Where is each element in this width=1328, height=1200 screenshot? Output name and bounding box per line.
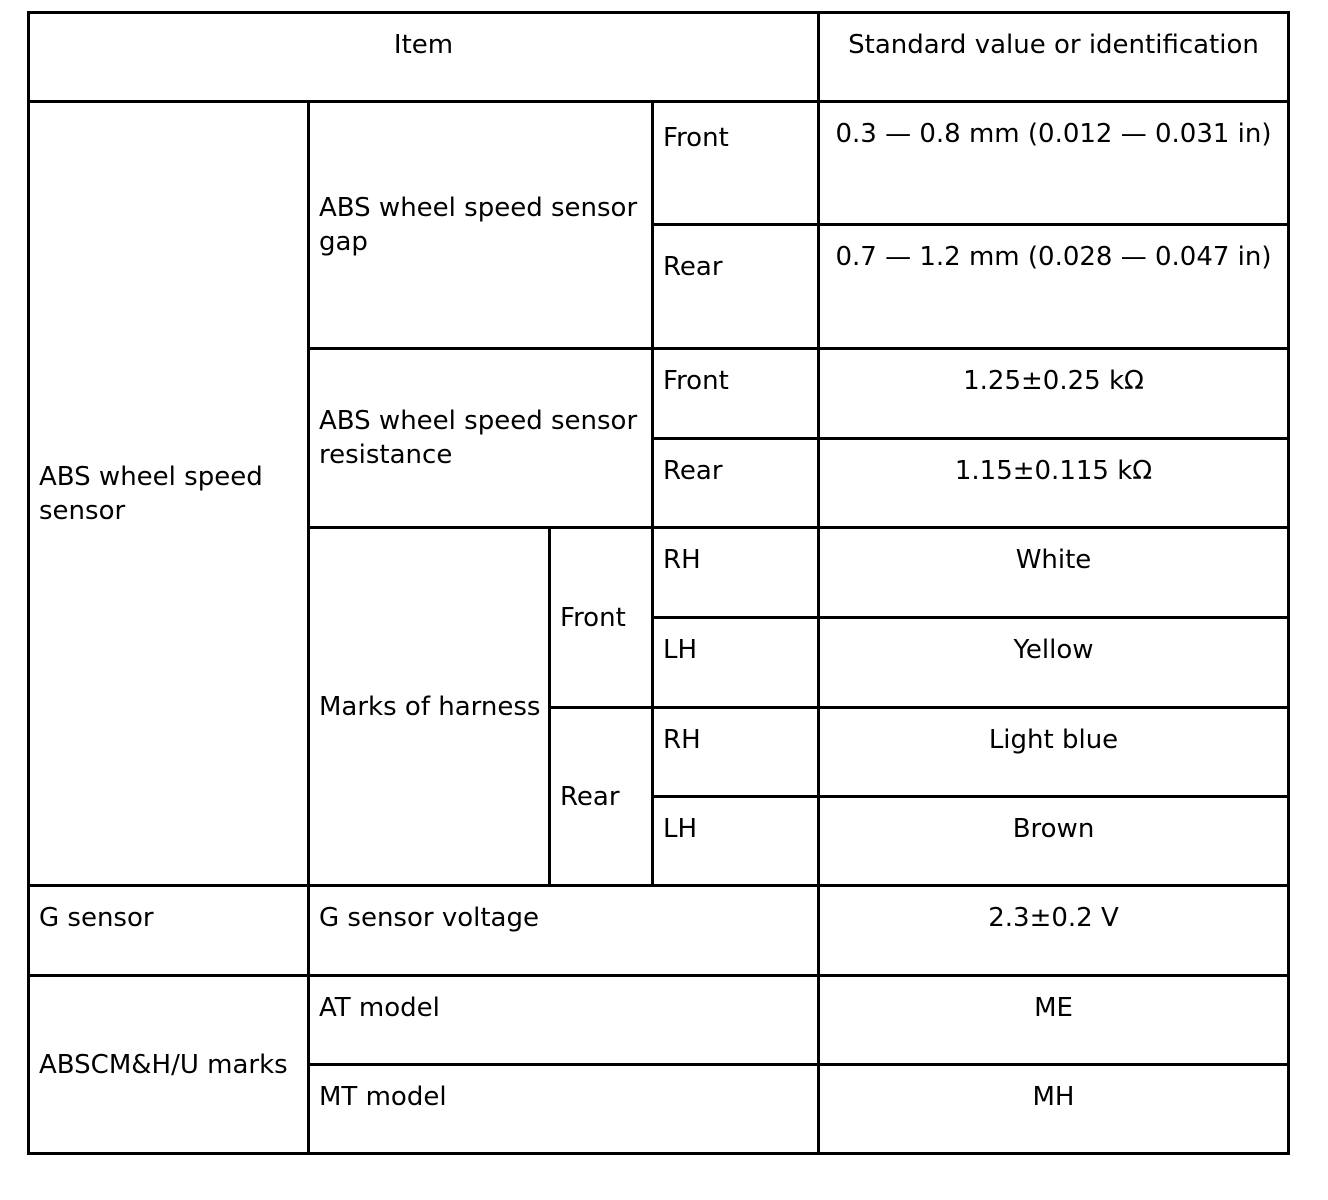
g-sensor-voltage-label: G sensor voltage [307, 884, 820, 977]
harness-rear-lh-value: Brown [817, 795, 1290, 887]
harness-front-lh-label: LH [651, 616, 820, 709]
table-row: LH Brown [29, 795, 1290, 887]
g-sensor-label: G sensor [27, 884, 310, 977]
abscm-label: ABSCM&H/U marks [27, 974, 310, 1155]
table-row: Rear 1.15±0.115 kΩ [29, 437, 1290, 529]
abscm-mt-label: MT model [307, 1063, 820, 1155]
spec-table: Item Standard value or identification AB… [27, 11, 1290, 1155]
header-item: Item [27, 11, 820, 103]
resistance-label: ABS wheel speed sensor resistance [307, 347, 654, 529]
harness-front-rh-label: RH [651, 526, 820, 619]
resistance-rear-value: 1.15±0.115 kΩ [817, 437, 1290, 529]
harness-rear-lh-label: LH [651, 795, 820, 887]
harness-front-label: Front [548, 526, 654, 709]
harness-rear-label: Rear [548, 706, 654, 887]
gap-rear-label: Rear [651, 223, 820, 350]
gap-rear-value: 0.7 — 1.2 mm (0.028 — 0.047 in) [817, 223, 1290, 350]
harness-front-rh-value: White [817, 526, 1290, 619]
abs-sensor-label: ABS wheel speed sensor [27, 100, 310, 887]
table-row: ABS wheel speed sensor resistance Front … [29, 347, 1290, 529]
harness-rear-rh-value: Light blue [817, 706, 1290, 798]
gap-front-value: 0.3 — 0.8 mm (0.012 — 0.031 in) [817, 100, 1290, 226]
gap-label: ABS wheel speed sensor gap [307, 100, 654, 350]
abscm-at-label: AT model [307, 974, 820, 1066]
table-row: Rear RH Light blue [29, 706, 1290, 887]
header-standard: Standard value or identification [817, 11, 1290, 103]
abscm-at-value: ME [817, 974, 1290, 1066]
table-row: Rear 0.7 — 1.2 mm (0.028 — 0.047 in) [29, 223, 1290, 350]
table-row: G sensor G sensor voltage 2.3±0.2 V [27, 884, 1290, 977]
gap-front-label: Front [651, 100, 820, 226]
harness-rear-rh-label: RH [651, 706, 820, 798]
resistance-front-value: 1.25±0.25 kΩ [817, 347, 1290, 440]
resistance-front-label: Front [651, 347, 820, 440]
harness-label: Marks of harness [307, 526, 551, 887]
g-sensor-voltage-value: 2.3±0.2 V [817, 884, 1290, 977]
table-row: LH Yellow [29, 616, 1290, 709]
table-row: Marks of harness Front RH White [29, 526, 1290, 887]
harness-front-lh-value: Yellow [817, 616, 1290, 709]
table-row: MT model MH [29, 1063, 1290, 1155]
table-row: ABSCM&H/U marks AT model ME [27, 974, 1290, 1155]
table-row: ABS wheel speed sensor ABS wheel speed s… [27, 100, 1290, 887]
table-header-row: Item Standard value or identification [27, 11, 1290, 103]
abscm-mt-value: MH [817, 1063, 1290, 1155]
resistance-rear-label: Rear [651, 437, 820, 529]
